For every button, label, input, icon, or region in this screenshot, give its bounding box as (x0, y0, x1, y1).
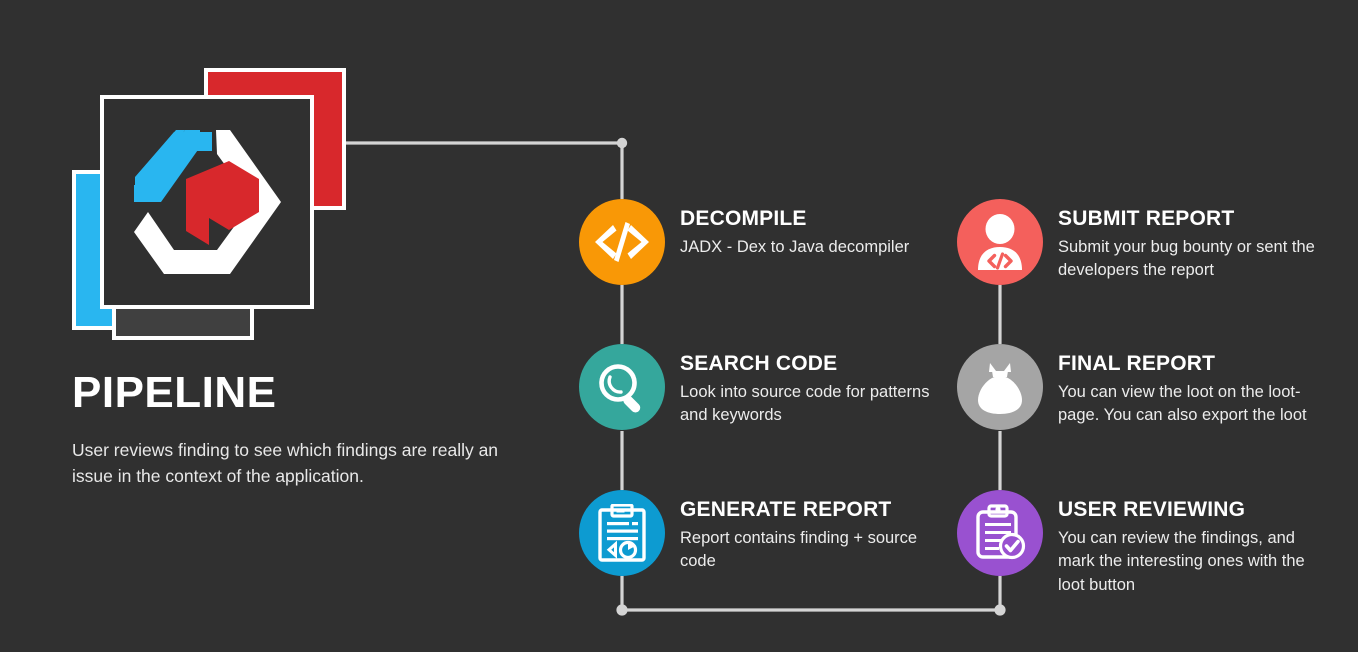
user-reviewing-title: USER REVIEWING (1058, 498, 1246, 521)
code-brackets-icon (595, 222, 649, 262)
pipeline-step-final-report[interactable]: FINAL REPORT You can view the loot on th… (957, 344, 1314, 430)
search-code-icon-circle (579, 344, 665, 430)
magnifier-icon (599, 364, 641, 413)
final-report-text: FINAL REPORT You can view the loot on th… (1043, 344, 1314, 428)
page-title: PIPELINE (72, 368, 277, 417)
connector-dot-top (616, 137, 628, 149)
money-bag-icon (978, 363, 1022, 414)
pipeline-step-search-code[interactable]: SEARCH CODE Look into source code for pa… (579, 344, 930, 430)
decompile-text: DECOMPILE JADX - Dex to Java decompiler (665, 199, 909, 259)
connector-logo-to-decompile (346, 141, 624, 199)
connector-dot-bottom-right (994, 604, 1006, 616)
submit-report-description: Submit your bug bounty or sent the devel… (1058, 238, 1315, 280)
user-reviewing-description: You can review the findings, and mark th… (1058, 529, 1305, 594)
submit-report-icon-circle (957, 199, 1043, 285)
pipeline-step-user-reviewing[interactable]: USER REVIEWING You can review the findin… (957, 490, 1314, 597)
decompile-title: DECOMPILE (680, 207, 807, 230)
generate-report-text: GENERATE REPORT Report contains finding … (665, 490, 930, 574)
final-report-description: You can view the loot on the loot-page. … (1058, 383, 1307, 425)
pipeline-step-generate-report[interactable]: GENERATE REPORT Report contains finding … (579, 490, 930, 576)
logo-card-main (100, 95, 314, 309)
decompile-icon-circle (579, 199, 665, 285)
person-code-icon (978, 214, 1022, 270)
hexagon-code-logo (134, 130, 281, 274)
clipboard-chart-icon (598, 504, 646, 562)
clipboard-check-icon (976, 504, 1026, 560)
generate-report-icon-circle (579, 490, 665, 576)
generate-report-description: Report contains finding + source code (680, 529, 918, 571)
logo-stack (72, 68, 362, 343)
pipeline-step-decompile[interactable]: DECOMPILE JADX - Dex to Java decompiler (579, 199, 909, 285)
submit-report-text: SUBMIT REPORT Submit your bug bounty or … (1043, 199, 1320, 283)
page-description: User reviews finding to see which findin… (72, 440, 499, 486)
search-code-text: SEARCH CODE Look into source code for pa… (665, 344, 930, 428)
user-reviewing-icon-circle (957, 490, 1043, 576)
search-code-description: Look into source code for patterns and k… (680, 383, 930, 425)
logo-card-shadow (112, 304, 254, 340)
generate-report-title: GENERATE REPORT (680, 498, 892, 521)
final-report-icon-circle (957, 344, 1043, 430)
decompile-description: JADX - Dex to Java decompiler (680, 238, 910, 256)
user-reviewing-text: USER REVIEWING You can review the findin… (1043, 490, 1314, 597)
connector-dot-bottom-left (616, 604, 628, 616)
final-report-title: FINAL REPORT (1058, 352, 1216, 375)
search-code-title: SEARCH CODE (680, 352, 838, 375)
pipeline-step-submit-report[interactable]: SUBMIT REPORT Submit your bug bounty or … (957, 199, 1320, 285)
submit-report-title: SUBMIT REPORT (1058, 207, 1235, 230)
